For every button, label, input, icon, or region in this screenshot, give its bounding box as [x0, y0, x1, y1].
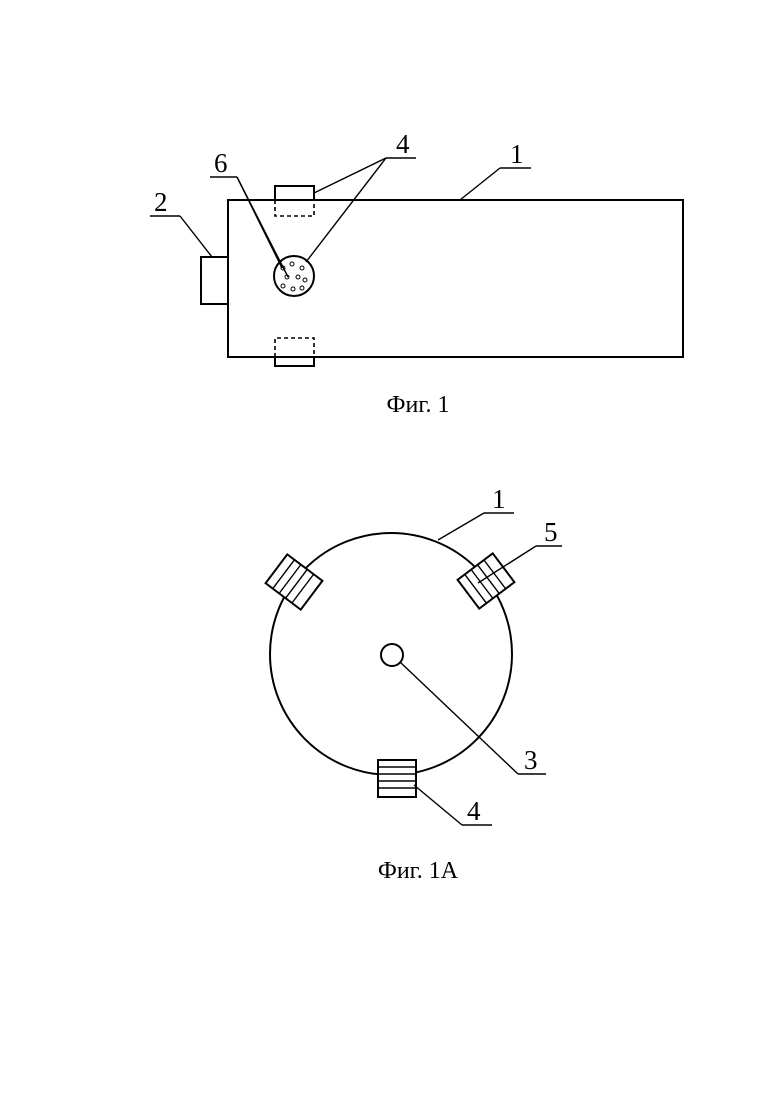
element-4-top-outer — [275, 186, 314, 200]
figure-1: 1 2 4 6 Фиг. 1 — [150, 129, 683, 418]
leader-1 — [460, 168, 531, 200]
element-4-block — [378, 760, 416, 797]
label-3: 3 — [524, 745, 538, 775]
label-5: 5 — [544, 517, 558, 547]
figure-1a-caption: Фиг. 1А — [378, 858, 459, 884]
label-2: 2 — [154, 187, 168, 217]
figure-1a: 1 5 3 4 Фиг. 1А — [266, 484, 562, 884]
leader-4 — [306, 158, 416, 262]
upper-left-block — [266, 554, 323, 609]
element-5-block — [458, 553, 515, 608]
label-6: 6 — [214, 148, 228, 178]
element-3-center-hole — [381, 644, 403, 666]
label-1: 1 — [510, 139, 524, 169]
label-1a-4: 4 — [467, 796, 481, 826]
element-2-block — [201, 257, 228, 304]
label-1a-1: 1 — [492, 484, 506, 514]
leader-1a-1 — [438, 513, 514, 540]
figure-1-caption: Фиг. 1 — [387, 392, 450, 418]
element-4-bottom-hidden — [275, 338, 314, 357]
element-4-bottom-outer — [275, 357, 314, 366]
label-4: 4 — [396, 129, 410, 159]
leader-6 — [210, 177, 288, 277]
element-4-top-hidden — [275, 200, 314, 216]
leader-2 — [150, 216, 212, 257]
